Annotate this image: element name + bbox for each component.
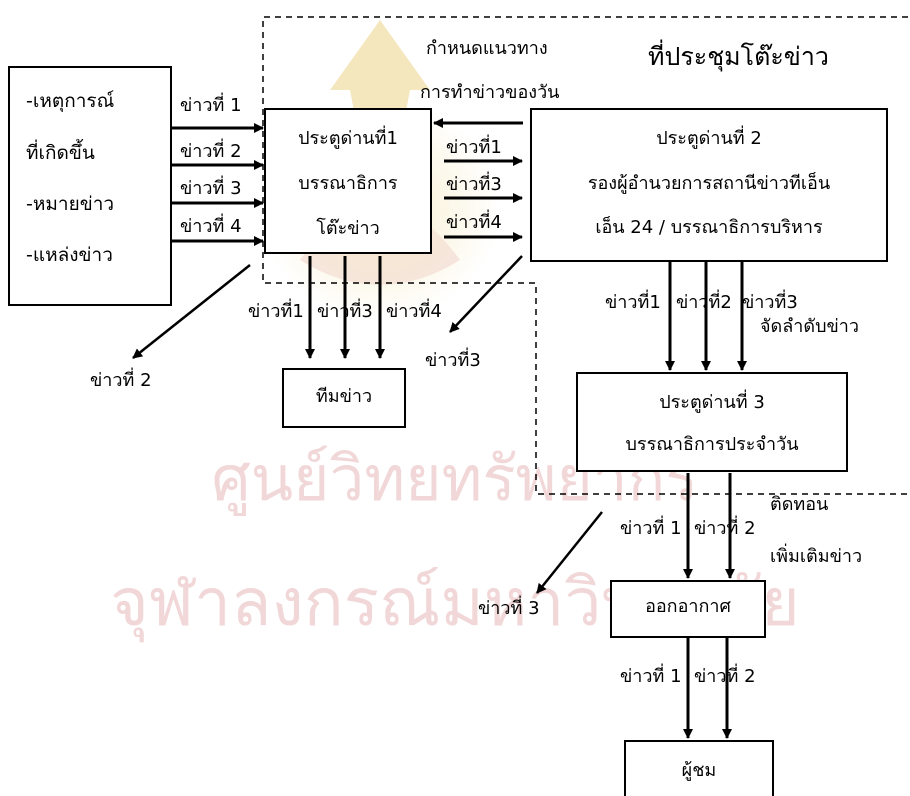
label-team-news4: ข่าวที่4 [386,301,442,322]
arrow-dropped-news2 [132,264,251,359]
source-item-events: -เหตุการณ์ [26,90,115,112]
label-team-news1: ข่าวที่1 [248,301,304,322]
arrow-dropped-news3-b [536,511,603,594]
label-g2-news2: ข่าวที่2 [676,292,732,313]
news-team-box [282,368,406,428]
source-item-events-cont: ที่เกิดขึ้น [26,142,95,164]
label-air-news2: ข่าวที่ 2 [694,666,756,687]
gate2-box [530,108,888,262]
label-src-news4: ข่าวที่ 4 [180,216,242,237]
gate3-title: ประตูด่านที่ 3 [659,392,765,413]
label-dropped-news3-a: ข่าวที่3 [425,350,481,371]
source-item-news-source: -แหล่งข่าว [26,244,113,266]
audience-label: ผู้ชม [681,760,717,781]
label-dropped-news3-b: ข่าวที่ 3 [478,598,540,619]
label-air-news1: ข่าวที่ 1 [620,666,682,687]
label-g1-news3: ข่าวที่3 [446,174,502,195]
label-src-news2: ข่าวที่ 2 [180,141,242,162]
guideline-line2: การทำข่าวของวัน [420,82,560,103]
label-g1-news1: ข่าวที่1 [446,137,502,158]
label-g1-news4: ข่าวที่4 [446,212,502,233]
label-follow-up: ติดทอน [770,494,829,515]
guideline-line1: กำหนดแนวทาง [426,38,548,59]
meeting-area-title: ที่ประชุมโต๊ะข่าว [648,42,829,71]
label-g3-news2: ข่าวที่ 2 [694,518,756,539]
broadcast-label: ออกอากาศ [645,596,731,617]
label-g3-news1: ข่าวที่ 1 [620,518,682,539]
label-src-news1: ข่าวที่ 1 [180,95,242,116]
label-ranking: จัดลำดับข่าว [760,316,860,337]
gate3-role: บรรณาธิการประจำวัน [625,434,799,455]
label-team-news3: ข่าวที่3 [317,301,373,322]
arrow-dropped-news3-a [449,255,523,333]
meeting-area-boundary [262,16,908,495]
news-team-label: ทีมข่าว [315,386,373,407]
broadcast-box [610,580,766,638]
gate1-title: ประตูด่านที่1 [298,128,398,149]
news-sources-box [8,66,172,306]
audience-box [624,740,774,796]
gate2-title: ประตูด่านที่ 2 [656,128,762,149]
label-g2-news3: ข่าวที่3 [742,292,798,313]
gate1-box [264,108,432,254]
gate3-box [576,372,848,472]
label-g2-news1: ข่าวที่1 [605,292,661,313]
gate2-role: รองผู้อำนวยการสถานีข่าวทีเอ็น [587,173,831,194]
gate1-desk: โต๊ะข่าว [316,218,380,239]
gate2-role-cont: เอ็น 24 / บรรณาธิการบริหาร [595,217,823,238]
label-src-news3: ข่าวที่ 3 [180,178,242,199]
label-add-news: เพิ่มเติมข่าว [770,546,863,567]
gate1-role: บรรณาธิการ [298,173,398,194]
label-dropped-news2: ข่าวที่ 2 [90,370,152,391]
source-item-news-notice: -หมายข่าว [26,193,115,215]
